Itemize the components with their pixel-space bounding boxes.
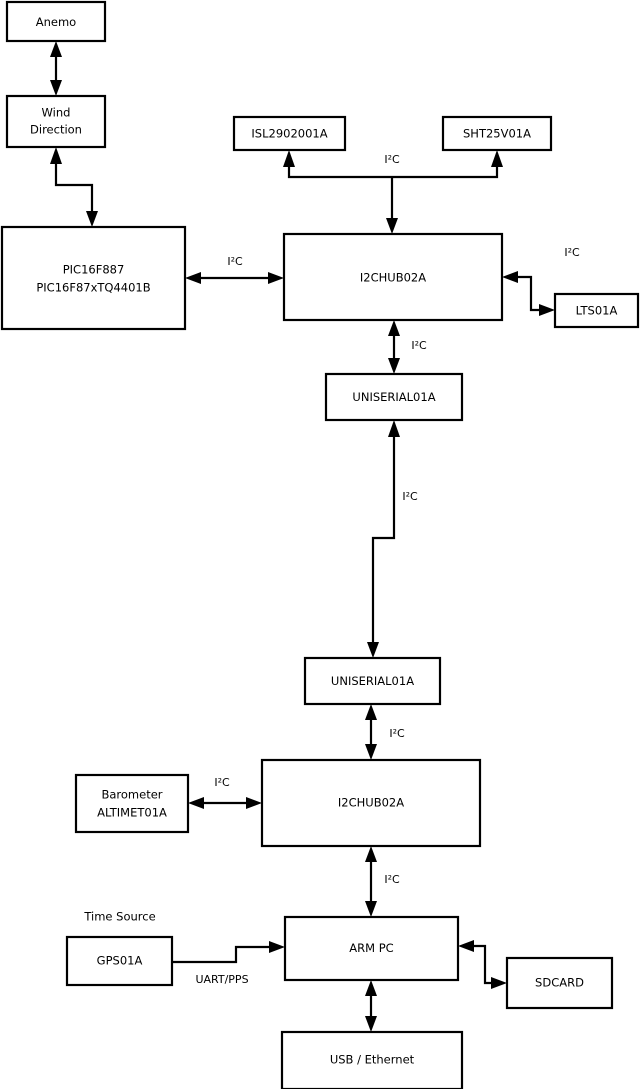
node-i2chub02a-bottom[interactable]: I2CHUB02A: [260, 758, 482, 848]
node-uniserial01a-upper[interactable]: UNISERIAL01A: [324, 372, 464, 422]
node-sdcard-label: SDCARD: [535, 976, 584, 990]
node-usb-ethernet-label: USB / Ethernet: [330, 1053, 415, 1067]
edge-label-uniserial-hub-bottom: I²C: [389, 727, 405, 740]
edge-label-hub-lts: I²C: [564, 246, 580, 259]
node-isl2902001a[interactable]: ISL2902001A: [232, 115, 347, 152]
edge-label-uniserial-link: I²C: [402, 490, 418, 503]
node-uniserial01a-lower[interactable]: UNISERIAL01A: [303, 656, 442, 706]
node-i2chub02a-top[interactable]: I2CHUB02A: [282, 232, 504, 322]
node-barometer-altimet01a[interactable]: Barometer ALTIMET01A: [74, 773, 190, 834]
node-gps01a[interactable]: GPS01A: [65, 935, 174, 987]
node-sht25v01a-label: SHT25V01A: [463, 127, 531, 141]
edge-label-hub-uniserial: I²C: [411, 339, 427, 352]
node-pic-mcu[interactable]: PIC16F887 PIC16F87xTQ4401B: [0, 225, 187, 331]
node-i2chub02a-bottom-label: I2CHUB02A: [338, 796, 404, 810]
connector-uniserial-link: [367, 420, 400, 658]
connector-gps-armpc: [172, 941, 285, 964]
node-gps01a-label: GPS01A: [97, 954, 143, 968]
edge-label-gps-armpc: UART/PPS: [195, 973, 248, 986]
node-lts01a[interactable]: LTS01A: [553, 292, 640, 329]
node-pic-mcu-label-line2: PIC16F87xTQ4401B: [36, 281, 150, 295]
node-arm-pc-label: ARM PC: [349, 941, 393, 955]
connector-uniserial-b-hub-bottom: [365, 704, 377, 760]
node-barometer-label-line2: ALTIMET01A: [97, 806, 167, 820]
node-wind-direction[interactable]: Wind Direction: [5, 94, 107, 149]
node-wind-direction-label-line1: Wind: [42, 106, 71, 120]
connector-hub-bottom-armpc: [365, 846, 377, 917]
edge-label-barometer-hub: I²C: [214, 776, 230, 789]
connector-pic-hub-top: [185, 272, 284, 284]
node-uniserial01a-lower-label: UNISERIAL01A: [331, 674, 414, 688]
node-isl2902001a-label: ISL2902001A: [251, 127, 327, 141]
node-sdcard[interactable]: SDCARD: [505, 956, 614, 1010]
node-wind-direction-label-line2: Direction: [30, 123, 82, 137]
node-barometer-label-line1: Barometer: [101, 788, 162, 802]
edge-label-sensor-bus: I²C: [384, 153, 400, 166]
connector-hub-top-uniserial-a: [388, 320, 400, 374]
node-arm-pc[interactable]: ARM PC: [283, 915, 460, 982]
connector-wind-pic: [50, 147, 98, 227]
node-sht25v01a[interactable]: SHT25V01A: [441, 115, 553, 152]
connector-hub-top-lts: [502, 271, 555, 316]
connector-anemo-wind: [50, 41, 62, 96]
edge-label-pic-hub: I²C: [227, 255, 243, 268]
edge-label-hub-armpc: I²C: [384, 873, 400, 886]
node-anemo[interactable]: Anemo: [5, 0, 107, 43]
label-time-source: Time Source: [83, 910, 155, 924]
connector-armpc-usb: [365, 980, 377, 1032]
node-lts01a-label: LTS01A: [576, 304, 618, 318]
node-uniserial01a-upper-label: UNISERIAL01A: [352, 390, 435, 404]
node-pic-mcu-label-line1: PIC16F887: [63, 263, 125, 277]
connector-barometer-hub-bottom: [188, 797, 262, 809]
node-i2chub02a-top-label: I2CHUB02A: [360, 271, 426, 285]
connector-hub-top-sensor-bus: [283, 150, 503, 234]
connector-armpc-sdcard: [458, 940, 507, 989]
node-usb-ethernet[interactable]: USB / Ethernet: [280, 1030, 464, 1089]
node-anemo-label: Anemo: [36, 15, 76, 29]
